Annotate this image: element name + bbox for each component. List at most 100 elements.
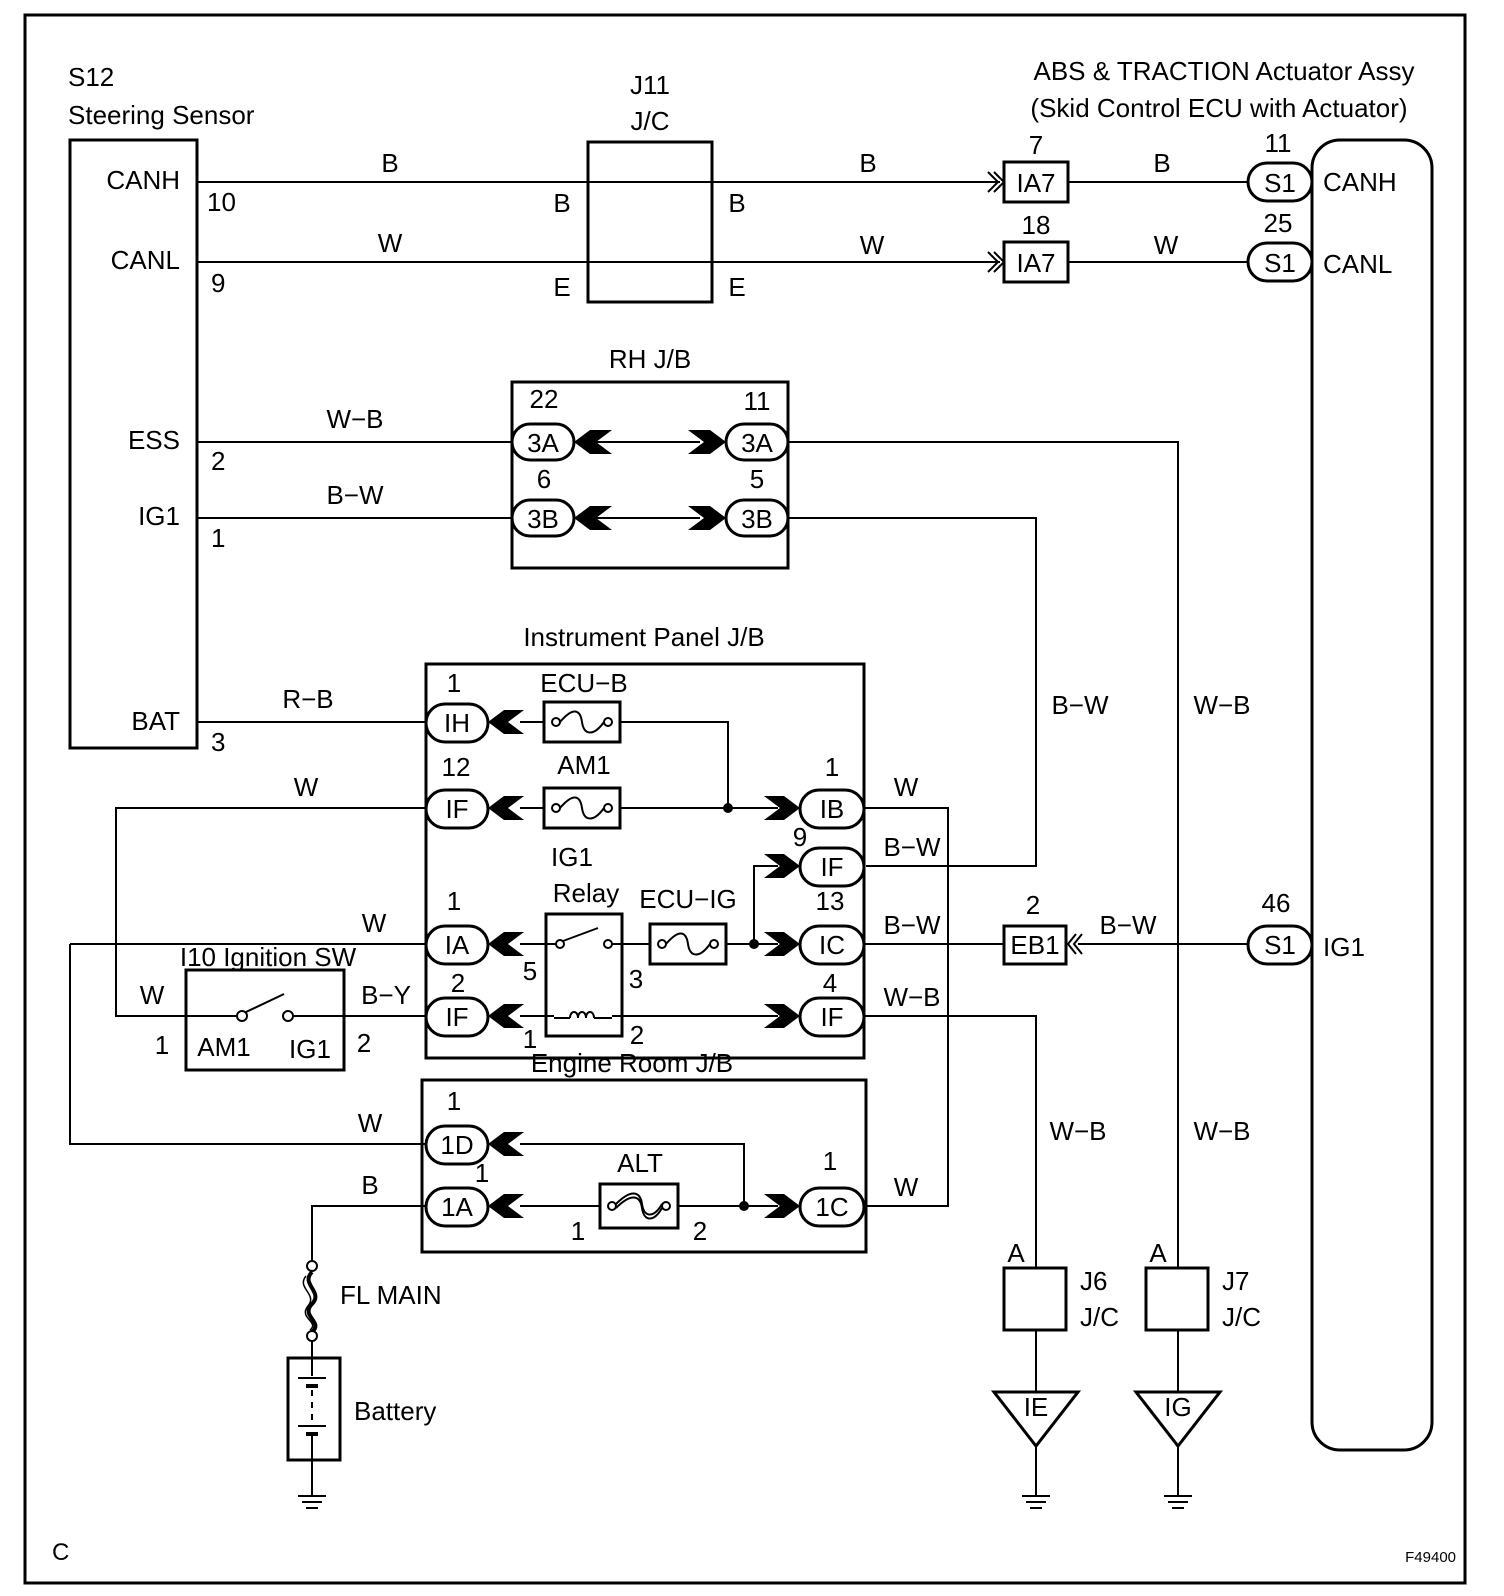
pin-alt-2: 2 [693, 1216, 707, 1246]
pin-if-right-top: 9 [793, 822, 807, 852]
pin-alt-1: 1 [571, 1216, 585, 1246]
fuse-ecu-ig: ECU−IG [639, 884, 737, 914]
j7-pin: A [1149, 1238, 1167, 1268]
figure-id: F49400 [1405, 1549, 1456, 1566]
j7-id: J7 [1222, 1266, 1249, 1296]
connector-1d: 1D [440, 1130, 473, 1160]
ignition-switch: I10 Ignition SW AM1 IG1 1 2 W B−Y [115, 807, 426, 1072]
wire-1c-out: W [894, 1172, 919, 1202]
j11-junction-connector: J11 J/C B B E E [553, 70, 746, 304]
pin-if-left-top: 12 [442, 752, 471, 782]
pin-ia: 1 [447, 886, 461, 916]
pin-s1-bottom: 46 [1262, 888, 1291, 918]
j6-name: J/C [1080, 1302, 1119, 1332]
connector-ia: IA [445, 930, 470, 960]
j6-id: J6 [1080, 1266, 1107, 1296]
pin-1c: 1 [823, 1146, 837, 1176]
j11-id: J11 [630, 70, 670, 100]
wire-bat: R−B [282, 684, 333, 714]
j6-pin: A [1007, 1238, 1025, 1268]
pin-relay-3: 3 [629, 964, 643, 994]
wire-ia-in: W [362, 908, 387, 938]
wire-ess: W−B [326, 404, 383, 434]
pin-relay-1: 1 [523, 1024, 537, 1054]
pin-if-right-bottom: 4 [823, 968, 837, 998]
connector-ic: IC [819, 930, 845, 960]
ground-ig: IG [1164, 1392, 1191, 1422]
j11-pin-e-right: E [728, 272, 745, 302]
wire-sw-ig1: B−Y [361, 980, 411, 1010]
ib-to-1c-wire [864, 807, 949, 1207]
wire-am1-out: W [294, 772, 319, 802]
pin-3a-right: 11 [744, 386, 771, 416]
pin-ih: 1 [447, 668, 461, 698]
wire-eb1-s1: B−W [1099, 910, 1157, 940]
connector-s1-canh: S1 [1264, 168, 1296, 198]
wire-canl-left: W [378, 228, 403, 258]
corner-label: C [52, 1539, 69, 1566]
connector-1c: 1C [815, 1192, 848, 1222]
s12-pin-ess: ESS [128, 425, 180, 455]
j11-name: J/C [631, 106, 670, 136]
abs-name-line1: ABS & TRACTION Actuator Assy [1034, 56, 1415, 86]
connector-1a: 1A [441, 1192, 473, 1222]
can-wiring: IA7 IA7 S1 S1 7 18 11 25 B B B W W W [197, 128, 1314, 284]
connector-ib: IB [820, 794, 845, 824]
wire-canh-mid: B [859, 148, 876, 178]
s12-pin-canh: CANH [106, 165, 180, 195]
s12-pin-num-canh: 10 [207, 187, 236, 217]
wire-j6: W−B [1049, 1116, 1106, 1146]
ignition-sw-name: I10 Ignition SW [180, 942, 357, 972]
pin-ia7-bottom: 18 [1022, 210, 1051, 240]
pin-1d: 1 [447, 1086, 461, 1116]
connector-if-left-bottom: IF [445, 1002, 468, 1032]
diagram-frame [23, 13, 1467, 1585]
abs-pin-ig1: IG1 [1323, 932, 1365, 962]
wire-1a-in: B [361, 1170, 378, 1200]
fuse-alt: ALT [617, 1148, 663, 1178]
fl-main-label: FL MAIN [340, 1280, 442, 1310]
wire-wb-vertical: W−B [1193, 690, 1250, 720]
eb1-connector-wiring: EB1 S1 2 46 B−W [864, 888, 1314, 966]
wire-j7: W−B [1193, 1116, 1250, 1146]
pin-relay-2: 2 [630, 1020, 644, 1050]
wire-bw-vertical: B−W [1051, 690, 1109, 720]
er-jb-name: Engine Room J/B [531, 1048, 733, 1078]
ip-jb-name: Instrument Panel J/B [523, 622, 764, 652]
pin-ia7-top: 7 [1029, 130, 1043, 160]
abs-pin-canl: CANL [1323, 249, 1392, 279]
s12-pin-ig1: IG1 [138, 501, 180, 531]
j11-pin-b-left: B [553, 188, 570, 218]
ground-ie: IE [1024, 1392, 1049, 1422]
wire-canh-left: B [381, 148, 398, 178]
fuse-ecu-b: ECU−B [540, 668, 627, 698]
s12-pin-num-ess: 2 [211, 446, 225, 476]
j7-name: J/C [1222, 1302, 1261, 1332]
rh-jb-name: RH J/B [609, 344, 691, 374]
s12-pin-num-canl: 9 [211, 268, 225, 298]
wire-if9-out: B−W [883, 832, 941, 862]
connector-eb1: EB1 [1010, 930, 1059, 960]
wire-canl-mid: W [860, 230, 885, 260]
connector-if-9: IF [820, 852, 843, 882]
s12-pin-num-bat: 3 [211, 727, 225, 757]
fuse-am1: AM1 [557, 750, 610, 780]
pin-if-left-bottom: 2 [451, 968, 465, 998]
connector-ih: IH [444, 708, 470, 738]
pin-3a-left: 22 [530, 384, 559, 414]
connector-if-am1: IF [445, 794, 468, 824]
if4-to-j6-wire [864, 1015, 1037, 1268]
wire-ig1: B−W [326, 480, 384, 510]
abs-name-line2: (Skid Control ECU with Actuator) [1030, 93, 1407, 123]
s12-name: Steering Sensor [68, 100, 255, 130]
j11-pin-e-left: E [553, 272, 570, 302]
wire-if4-out: W−B [883, 982, 940, 1012]
pin-ic: 13 [816, 886, 845, 916]
right-bus-wiring: B−W W−B [788, 441, 1251, 1392]
pin-eb1: 2 [1026, 890, 1040, 920]
connector-3b-right: 3B [741, 504, 773, 534]
rh-junction-block: RH J/B 3A 3A 3B 3B 22 11 6 5 W−B B−W [197, 344, 790, 570]
wire-ic-out: B−W [883, 910, 941, 940]
connector-3a-left: 3A [527, 428, 559, 458]
wire-sw-am1: W [140, 980, 165, 1010]
